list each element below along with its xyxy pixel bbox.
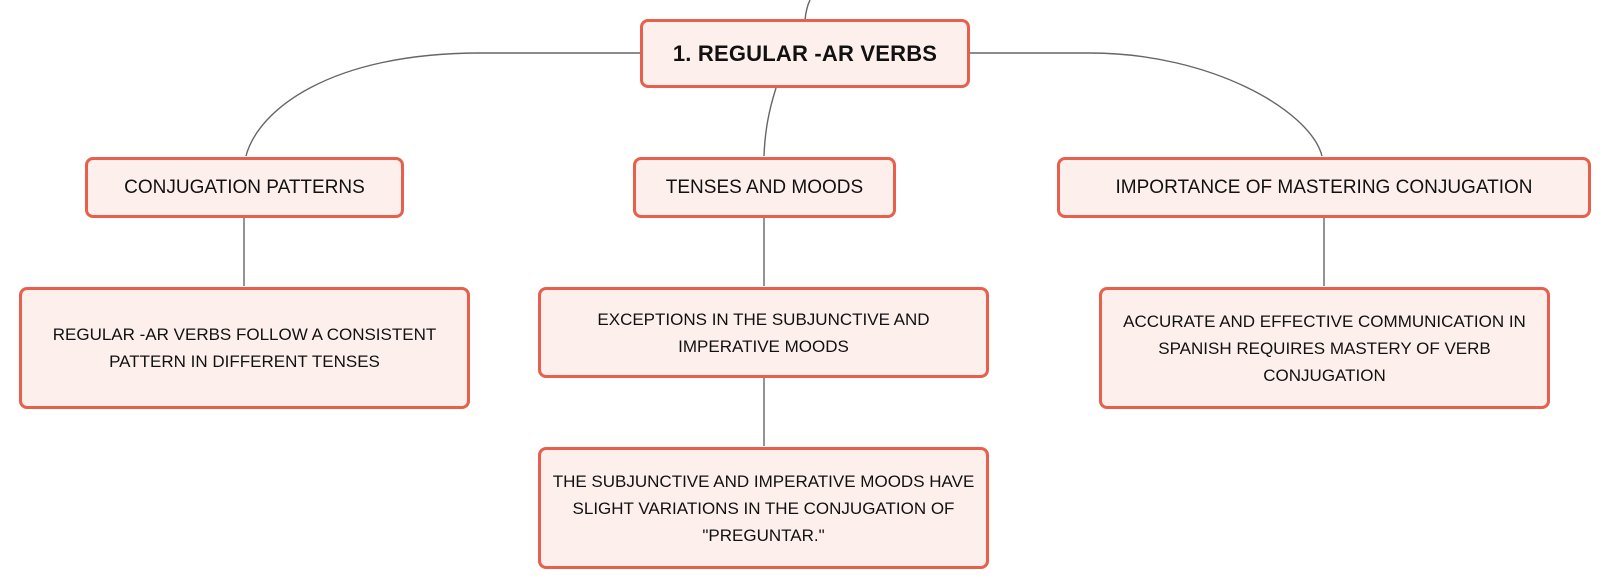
connector-root-importance bbox=[969, 52, 1323, 157]
root-node[interactable]: 1. REGULAR -AR VERBS bbox=[640, 19, 970, 88]
branch-tenses-and-moods-label: TENSES AND MOODS bbox=[665, 176, 864, 198]
branch-importance-of-mastering[interactable]: IMPORTANCE OF MASTERING CONJUGATION bbox=[1057, 157, 1591, 218]
connector-root-conjugation-patterns bbox=[245, 52, 641, 157]
node-exceptions-subjunctive-imperative[interactable]: EXCEPTIONS IN THE SUBJUNCTIVE AND IMPERA… bbox=[538, 287, 989, 378]
leaf-subjunctive-variations-label: THE SUBJUNCTIVE AND IMPERATIVE MOODS HAV… bbox=[552, 471, 975, 545]
leaf-accurate-communication[interactable]: ACCURATE AND EFFECTIVE COMMUNICATION IN … bbox=[1099, 287, 1550, 409]
connector-root-tenses-and-moods bbox=[763, 87, 777, 157]
node-exceptions-subjunctive-imperative-label: EXCEPTIONS IN THE SUBJUNCTIVE AND IMPERA… bbox=[597, 309, 930, 356]
leaf-regular-ar-pattern[interactable]: REGULAR -AR VERBS FOLLOW A CONSISTENT PA… bbox=[19, 287, 470, 409]
leaf-subjunctive-variations[interactable]: THE SUBJUNCTIVE AND IMPERATIVE MOODS HAV… bbox=[538, 447, 989, 569]
branch-importance-of-mastering-label: IMPORTANCE OF MASTERING CONJUGATION bbox=[1115, 176, 1533, 198]
branch-conjugation-patterns[interactable]: CONJUGATION PATTERNS bbox=[85, 157, 404, 218]
connector-root-parent bbox=[804, 0, 811, 21]
branch-tenses-and-moods[interactable]: TENSES AND MOODS bbox=[633, 157, 896, 218]
branch-conjugation-patterns-label: CONJUGATION PATTERNS bbox=[124, 176, 365, 198]
leaf-accurate-communication-label: ACCURATE AND EFFECTIVE COMMUNICATION IN … bbox=[1123, 311, 1526, 385]
root-node-label: 1. REGULAR -AR VERBS bbox=[672, 40, 938, 66]
leaf-regular-ar-pattern-label: REGULAR -AR VERBS FOLLOW A CONSISTENT PA… bbox=[52, 325, 437, 371]
